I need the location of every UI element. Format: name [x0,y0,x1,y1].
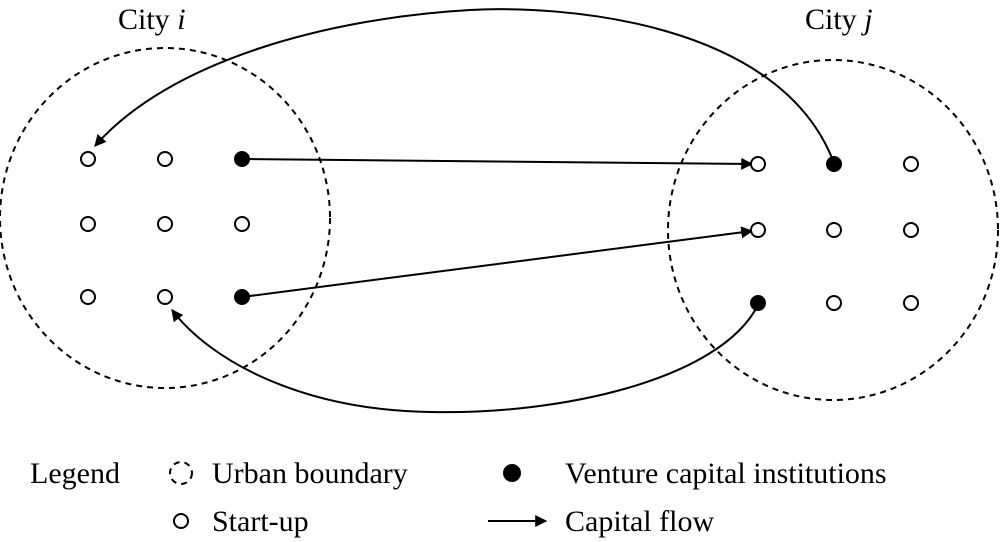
city-i-nodes [80,151,250,305]
legend-urban-boundary: Urban boundary [212,457,408,490]
flow-i-row1-to-j-row1 [241,157,754,170]
legend-capital-flow: Capital flow [565,505,714,538]
urban-boundary-icon [169,461,193,485]
city-j-nodes [750,156,919,311]
legend-venture-capital: Venture capital institutions [565,457,887,490]
venture-capital-node [234,151,250,167]
venture-capital-icon [503,464,521,482]
venture-capital-node [750,295,766,311]
venture-capital-node [234,289,250,305]
venture-capital-node [826,156,842,172]
startup-node [903,222,919,238]
startup-node [750,156,766,172]
startup-node [157,289,173,305]
startup-node [80,289,96,305]
startup-icon [173,513,189,529]
startup-node [826,222,842,238]
startup-node [826,295,842,311]
city-j-label: City j [805,3,873,36]
city-i-boundary [0,47,331,389]
startup-node [80,151,96,167]
flow-i-row3-to-j-row2 [241,226,754,298]
startup-node [903,156,919,172]
flow-j-row1-to-i-row1 [94,8,835,164]
flow-j-row3-to-i-row3 [171,304,759,414]
city-i-label: City i [118,3,186,36]
startup-node [903,295,919,311]
legend-startup: Start-up [212,505,309,538]
startup-node [80,216,96,232]
startup-node [157,216,173,232]
legend: Legend Urban boundary Venture capital in… [30,457,887,538]
startup-node [157,151,173,167]
startup-node [234,216,250,232]
legend-title: Legend [30,457,120,490]
startup-node [750,222,766,238]
city-j-boundary [667,59,999,401]
capital-flows [94,8,835,414]
